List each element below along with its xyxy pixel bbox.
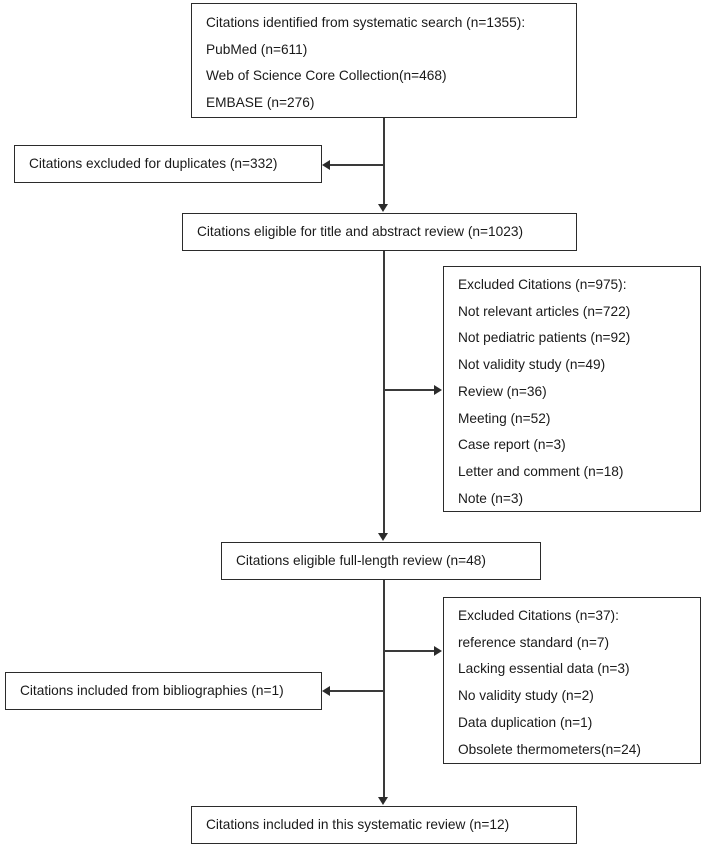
included-systematic-review-line-1: Citations included in this systematic re… <box>206 817 510 833</box>
arrowhead-spine-to-excluded-screening <box>434 385 442 395</box>
excluded-screening-line-3: Not pediatric patients (n=92) <box>458 330 631 346</box>
arrowhead-spine-to-excluded-fulltext <box>434 646 442 656</box>
included-from-bibliographies-line-1: Citations included from bibliographies (… <box>20 683 284 699</box>
excluded-fulltext-line-6: Obsolete thermometers(n=24) <box>458 741 641 757</box>
node-excluded-citations-screening: Excluded Citations (n=975): Not relevant… <box>443 266 701 512</box>
arrowhead-spine-to-duplicates <box>322 160 330 170</box>
connector-spine-to-bibliographies <box>330 690 384 692</box>
citations-identified-line-4: EMBASE (n=276) <box>206 95 315 111</box>
excluded-screening-line-5: Review (n=36) <box>458 383 547 399</box>
arrowhead-identified-to-eligible <box>378 204 388 212</box>
connector-identified-to-eligible <box>383 118 385 205</box>
arrowhead-eligible-to-fulllength <box>378 533 388 541</box>
excluded-fulltext-line-1: Excluded Citations (n=37): <box>458 608 619 623</box>
citations-identified-line-1: Citations identified from systematic sea… <box>206 15 526 30</box>
citations-identified-line-3: Web of Science Core Collection(n=468) <box>206 68 447 84</box>
eligible-full-length-line-1: Citations eligible full-length review (n… <box>236 553 486 569</box>
excluded-fulltext-line-4: No validity study (n=2) <box>458 688 594 704</box>
excluded-screening-line-7: Case report (n=3) <box>458 437 566 453</box>
node-included-systematic-review: Citations included in this systematic re… <box>191 806 577 844</box>
excluded-screening-line-2: Not relevant articles (n=722) <box>458 303 631 319</box>
node-duplicates-excluded: Citations excluded for duplicates (n=332… <box>14 145 322 183</box>
excluded-screening-line-9: Note (n=3) <box>458 490 524 506</box>
excluded-screening-line-6: Meeting (n=52) <box>458 410 551 426</box>
connector-eligible-to-fulllength <box>383 251 385 534</box>
node-included-from-bibliographies: Citations included from bibliographies (… <box>5 672 322 710</box>
connector-spine-to-duplicates <box>330 164 384 166</box>
connector-fulllength-to-included <box>383 580 385 799</box>
excluded-screening-line-4: Not validity study (n=49) <box>458 357 606 373</box>
arrowhead-spine-to-bibliographies <box>322 686 330 696</box>
excluded-fulltext-line-2: reference standard (n=7) <box>458 634 610 650</box>
node-eligible-title-abstract: Citations eligible for title and abstrac… <box>182 213 577 251</box>
excluded-screening-line-1: Excluded Citations (n=975): <box>458 277 627 292</box>
excluded-screening-line-8: Letter and comment (n=18) <box>458 463 624 479</box>
connector-spine-to-excluded-screening <box>383 389 435 391</box>
node-citations-identified: Citations identified from systematic sea… <box>191 3 577 118</box>
node-eligible-full-length: Citations eligible full-length review (n… <box>221 542 541 580</box>
citations-identified-line-2: PubMed (n=611) <box>206 41 308 57</box>
connector-spine-to-excluded-fulltext <box>383 650 435 652</box>
duplicates-excluded-line-1: Citations excluded for duplicates (n=332… <box>29 156 278 172</box>
excluded-fulltext-line-5: Data duplication (n=1) <box>458 714 593 730</box>
eligible-title-abstract-line-1: Citations eligible for title and abstrac… <box>197 224 524 240</box>
node-excluded-citations-fulltext: Excluded Citations (n=37): reference sta… <box>443 597 701 764</box>
excluded-fulltext-line-3: Lacking essential data (n=3) <box>458 661 630 677</box>
arrowhead-fulllength-to-included <box>378 797 388 805</box>
